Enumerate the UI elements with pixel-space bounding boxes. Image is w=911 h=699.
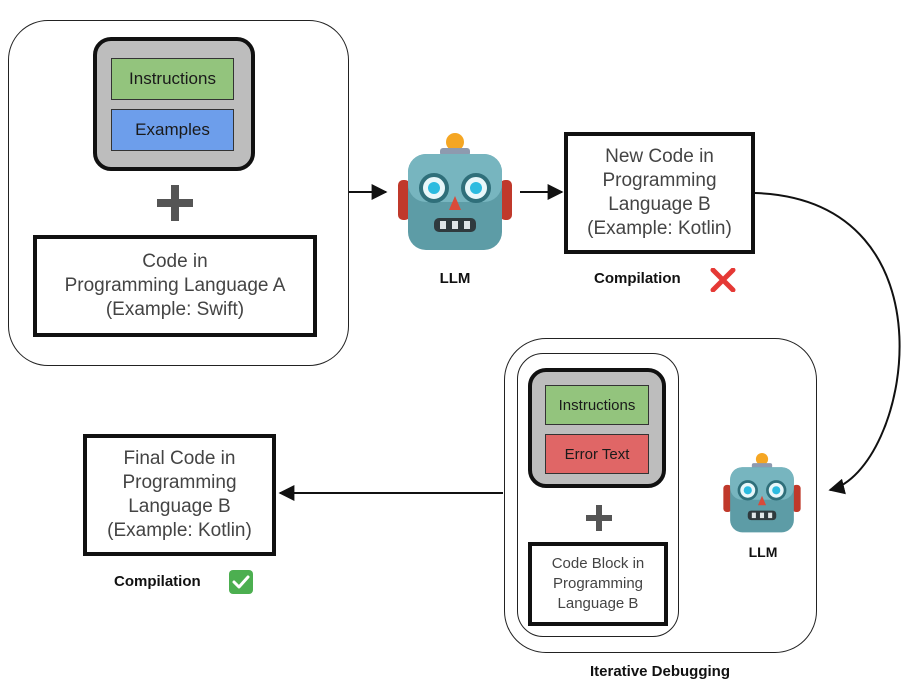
llm-label: LLM <box>439 270 471 287</box>
input-panel: Instructions Examples Code in Programmin… <box>8 20 349 366</box>
robot-icon <box>398 133 512 250</box>
debug-input-panel: Instructions Error Text Code Block in Pr… <box>517 353 679 637</box>
iterative-debugging-caption: Iterative Debugging <box>589 663 731 680</box>
source-code-box: Code in Programming Language A (Example:… <box>33 235 317 337</box>
arrow-new-code-to-llm2 <box>754 192 901 495</box>
llm-label-2: LLM <box>748 544 778 560</box>
iterative-debugging-panel: Instructions Error Text Code Block in Pr… <box>504 338 817 653</box>
debug-instructions-chip: Instructions <box>545 385 649 425</box>
robot-icon <box>723 453 801 533</box>
error-text-chip: Error Text <box>545 434 649 474</box>
compilation-label: Compilation <box>594 270 681 287</box>
new-code-box: New Code in Programming Language B (Exam… <box>564 132 755 254</box>
plus-icon <box>157 185 193 221</box>
final-compilation-label: Compilation <box>114 573 201 590</box>
cross-mark-icon <box>710 268 736 292</box>
code-block-box: Code Block in Programming Language B <box>528 542 668 626</box>
debug-prompt-box: Instructions Error Text <box>528 368 666 488</box>
plus-icon <box>586 505 612 531</box>
examples-chip: Examples <box>111 109 234 151</box>
prompt-box: Instructions Examples <box>93 37 255 171</box>
instructions-chip: Instructions <box>111 58 234 100</box>
check-mark-icon <box>229 570 253 594</box>
final-code-box: Final Code in Programming Language B (Ex… <box>83 434 276 556</box>
